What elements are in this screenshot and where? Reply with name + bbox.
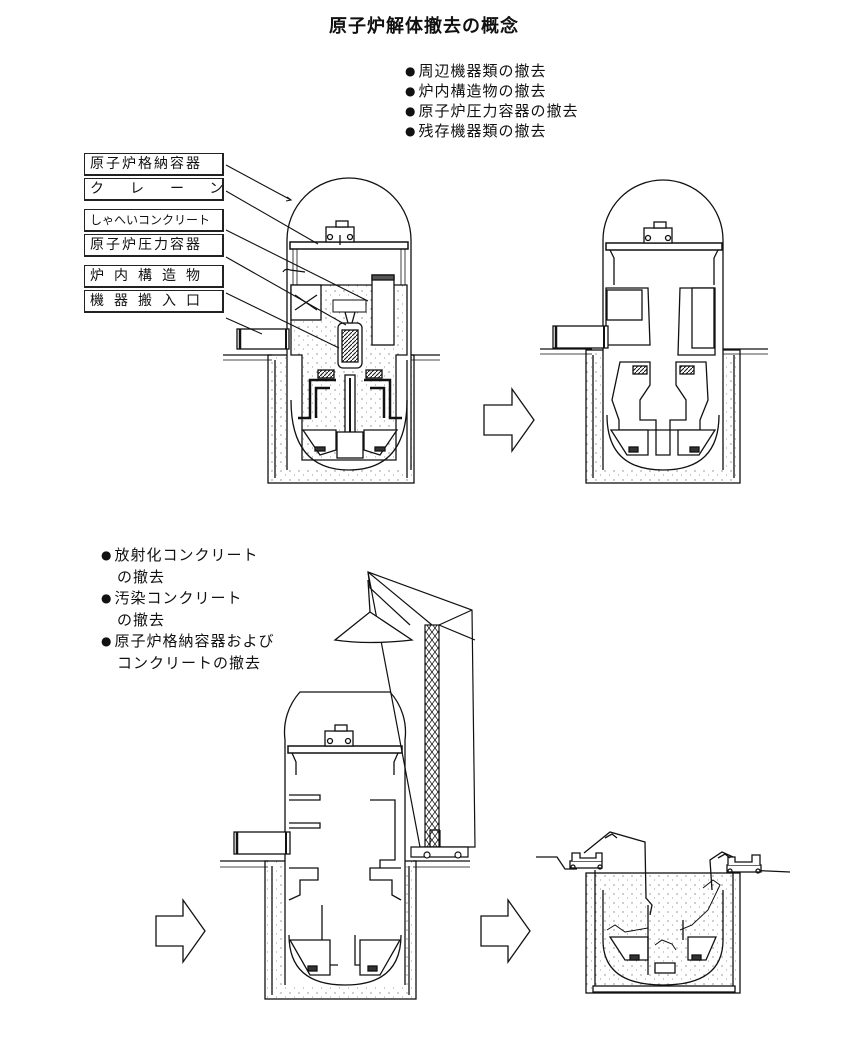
label-pressure-vessel: 原子炉圧力容器 (84, 234, 224, 257)
primary-loop-left (298, 378, 336, 420)
equipment-hatch (552, 325, 609, 349)
excavator-left (569, 831, 653, 916)
excavator-right (709, 851, 762, 891)
lifted-dome-cap (333, 579, 414, 644)
crane (289, 241, 409, 250)
label-containment-vessel: 原子炉格納容器 (84, 153, 224, 176)
component-label-list: 原子炉格納容器 クレーン しゃへいコンクリート 原子炉圧力容器 炉内構造物 機器… (84, 153, 224, 315)
stage4-demolished-diagram (536, 831, 791, 994)
equipment-hatch (233, 831, 291, 855)
crane (605, 242, 723, 251)
arrow-right-icon (480, 897, 531, 965)
stage1-steps-list: 周辺機器類の撤去 炉内構造物の撤去 原子炉圧力容器の撤去 残存機器類の撤去 (405, 62, 579, 142)
crane (287, 745, 403, 754)
equipment-hatch (236, 328, 290, 350)
step-item: 原子炉圧力容器の撤去 (405, 102, 579, 122)
page-title: 原子炉解体撤去の概念 (329, 16, 519, 37)
step-item: 周辺機器類の撤去 (405, 62, 579, 82)
step-item: 残存機器類の撤去 (405, 122, 579, 142)
label-reactor-internals: 炉内構造物 (84, 265, 224, 288)
step-item-cont: コンクリートの撤去 (117, 654, 262, 672)
label-equipment-hatch: 機器搬入口 (84, 290, 224, 313)
label-shielding-concrete: しゃへいコンクリート (84, 209, 224, 232)
stage3-plant-diagram (220, 571, 476, 1000)
label-crane: クレーン (84, 178, 224, 201)
label-leader-lines (225, 164, 369, 349)
step-item: 放射化コンクリート (101, 545, 275, 567)
stage1-plant-diagram (223, 177, 440, 484)
arrow-right-icon (483, 386, 535, 454)
stage2-plant-diagram (540, 179, 768, 484)
step-item: 炉内構造物の撤去 (405, 82, 579, 102)
primary-loop-right (364, 378, 402, 420)
step-item-cont: の撤去 (117, 568, 166, 586)
arrow-right-icon (155, 897, 206, 965)
containment-dome-open (283, 691, 407, 985)
step-item: 汚染コンクリート (101, 588, 275, 610)
step-item: 原子炉格納容器および (101, 631, 275, 653)
tower-crane (367, 571, 476, 859)
step-item-cont: の撤去 (117, 611, 166, 629)
stage2-steps-list: 放射化コンクリート の撤去 汚染コンクリート の撤去 原子炉格納容器および コン… (101, 545, 275, 674)
